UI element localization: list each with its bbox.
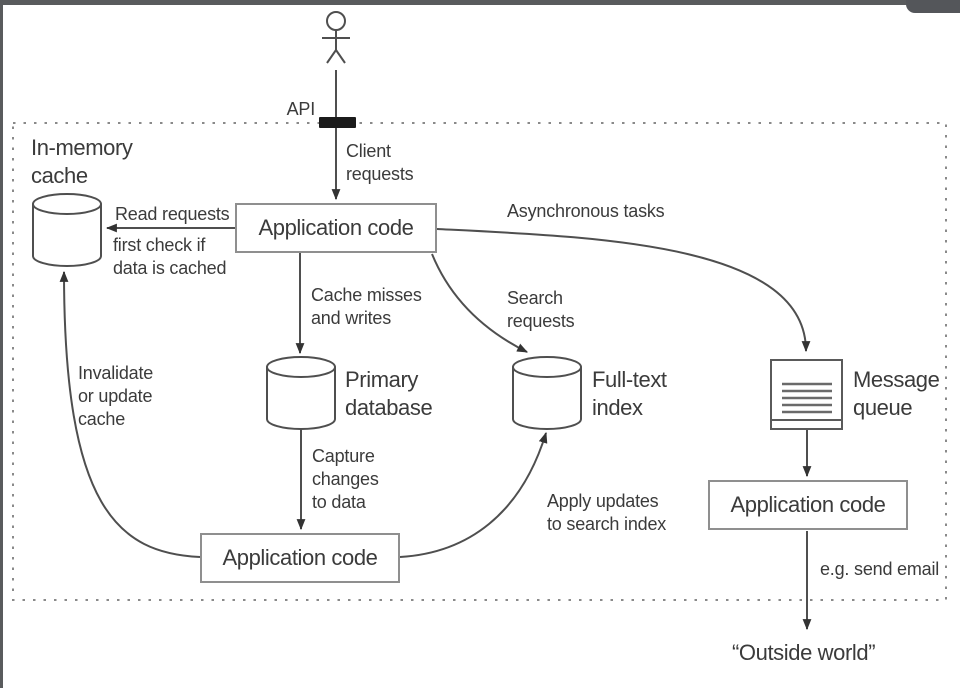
application-code-box-main: Application code [235, 203, 437, 253]
user-actor-icon [322, 11, 350, 64]
search-requests-label: Search requests [507, 288, 575, 332]
in-memory-cache-label: In-memory cache [31, 135, 133, 188]
edge-invalidate-cache [59, 270, 201, 558]
fulltext-index-cylinder-icon [512, 356, 582, 430]
outside-world-label: “Outside world” [732, 640, 876, 665]
api-boundary-bar [319, 117, 356, 128]
in-memory-cache-cylinder-icon [32, 193, 102, 267]
client-requests-label: Client requests [346, 141, 414, 185]
edge-asynchronous-tasks [436, 228, 811, 353]
application-code-label: Application code [258, 215, 414, 240]
window-chrome-corner [906, 0, 960, 13]
message-queue-icon [770, 359, 843, 430]
edge-search-requests [431, 253, 528, 353]
application-code-label: Application code [730, 492, 886, 517]
apply-updates-label: Apply updates to search index [547, 491, 667, 535]
edge-apply-updates [399, 431, 548, 558]
invalidate-cache-label: Invalidate or update cache [78, 363, 154, 430]
application-code-box-worker: Application code [200, 533, 400, 583]
read-requests-label: Read requests [115, 204, 230, 224]
read-requests-sublabel: first check if data is cached [113, 235, 227, 279]
application-code-label: Application code [222, 545, 378, 570]
window-chrome-top-edge [0, 0, 960, 5]
asynchronous-tasks-label: Asynchronous tasks [507, 201, 665, 221]
fulltext-index-label: Full-text index [592, 367, 667, 420]
primary-database-label: Primary database [345, 367, 433, 420]
window-chrome-left-edge [0, 0, 3, 688]
primary-database-cylinder-icon [266, 356, 336, 430]
cache-misses-label: Cache misses and writes [311, 285, 422, 329]
capture-changes-label: Capture changes to data [312, 446, 379, 513]
message-queue-label: Message queue [853, 367, 940, 420]
api-label: API [286, 99, 316, 119]
send-email-label: e.g. send email [820, 559, 940, 579]
application-code-box-consumer: Application code [708, 480, 908, 530]
